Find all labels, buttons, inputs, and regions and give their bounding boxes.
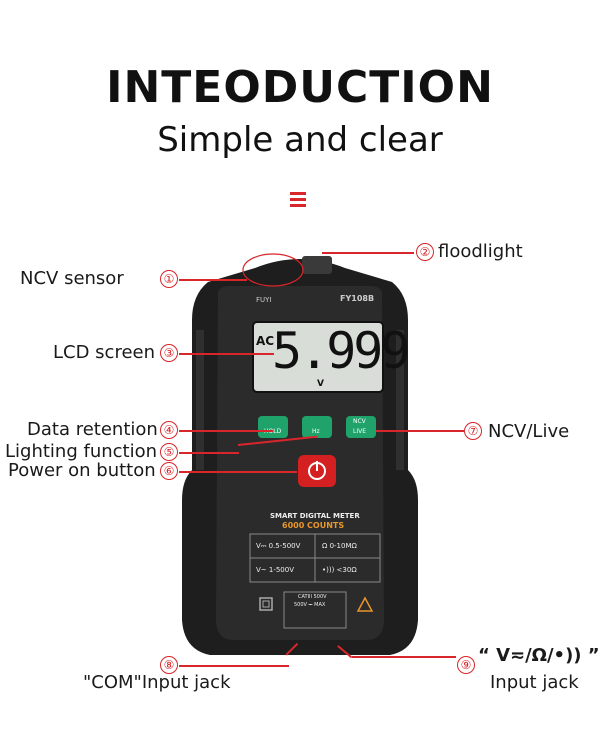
hz-label: Hz <box>312 428 320 435</box>
panel-counts: 6000 COUNTS <box>282 521 345 530</box>
callout-8-number: ⑧ <box>160 656 178 674</box>
callout-3-line <box>179 353 274 355</box>
callout-2-line <box>322 252 414 254</box>
callout-9-line <box>352 656 456 658</box>
callout-ncv-sensor-label: NCV sensor <box>20 268 124 289</box>
ncv-button <box>346 416 376 438</box>
callout-5-line <box>179 452 239 454</box>
lcd-mode: AC <box>256 334 275 348</box>
meter-model: FY108B <box>340 294 375 303</box>
spec-resistance: Ω 0-10MΩ <box>322 542 357 550</box>
lcd-reading: 5.999 <box>272 322 411 380</box>
hold-button <box>258 416 288 438</box>
callout-com-jack-label: "COM"Input jack <box>83 672 231 693</box>
callout-lighting-label: Lighting function <box>5 441 158 462</box>
menu-icon <box>290 192 306 208</box>
callout-4-number: ④ <box>160 421 178 439</box>
callout-floodlight-label: floodlight <box>438 241 523 262</box>
jack-max: 500V ⎓ MAX <box>294 602 326 608</box>
callout-6-line <box>179 471 297 473</box>
callout-input-jack-label: Input jack <box>490 672 579 693</box>
hold-label: HOLD <box>264 428 282 435</box>
spec-continuity: •))) <30Ω <box>322 566 357 574</box>
callout-4-line <box>179 430 273 432</box>
hz-button <box>302 416 332 438</box>
callout-5-number: ⑤ <box>160 443 178 461</box>
ncv-label: NCV <box>353 418 366 425</box>
jack-category: CATIII 500V <box>298 594 327 600</box>
callout-ncv-live-label: NCV/Live <box>488 421 570 442</box>
callout-input-symbols: “ V≂/Ω/•)) ” <box>478 645 600 666</box>
callout-2-number: ② <box>416 243 434 261</box>
callout-1-number: ① <box>160 270 178 288</box>
panel-title: SMART DIGITAL METER <box>270 512 360 520</box>
callout-7-line <box>376 430 464 432</box>
callout-1-line <box>179 279 247 281</box>
lcd-screen <box>252 321 384 393</box>
callout-power-label: Power on button <box>8 460 156 481</box>
callout-9-number: ⑨ <box>457 656 475 674</box>
spec-ac-voltage: V~ 1-500V <box>256 566 295 574</box>
callout-7-number: ⑦ <box>464 422 482 440</box>
spec-dc-voltage: V⎓ 0.5-500V <box>256 542 301 550</box>
meter-brand: FUYI <box>256 296 272 304</box>
lcd-unit: V <box>317 379 324 389</box>
callout-data-retention-label: Data retention <box>27 419 158 440</box>
callout-6-number: ⑥ <box>160 462 178 480</box>
page-subtitle: Simple and clear <box>157 120 443 160</box>
callout-lcd-label: LCD screen <box>53 342 156 363</box>
live-label: LIVE <box>353 428 367 435</box>
callout-3-number: ③ <box>160 344 178 362</box>
page-title: INTEODUCTION <box>106 62 494 113</box>
callout-8-line <box>179 665 289 667</box>
floodlight-lens <box>302 256 332 274</box>
